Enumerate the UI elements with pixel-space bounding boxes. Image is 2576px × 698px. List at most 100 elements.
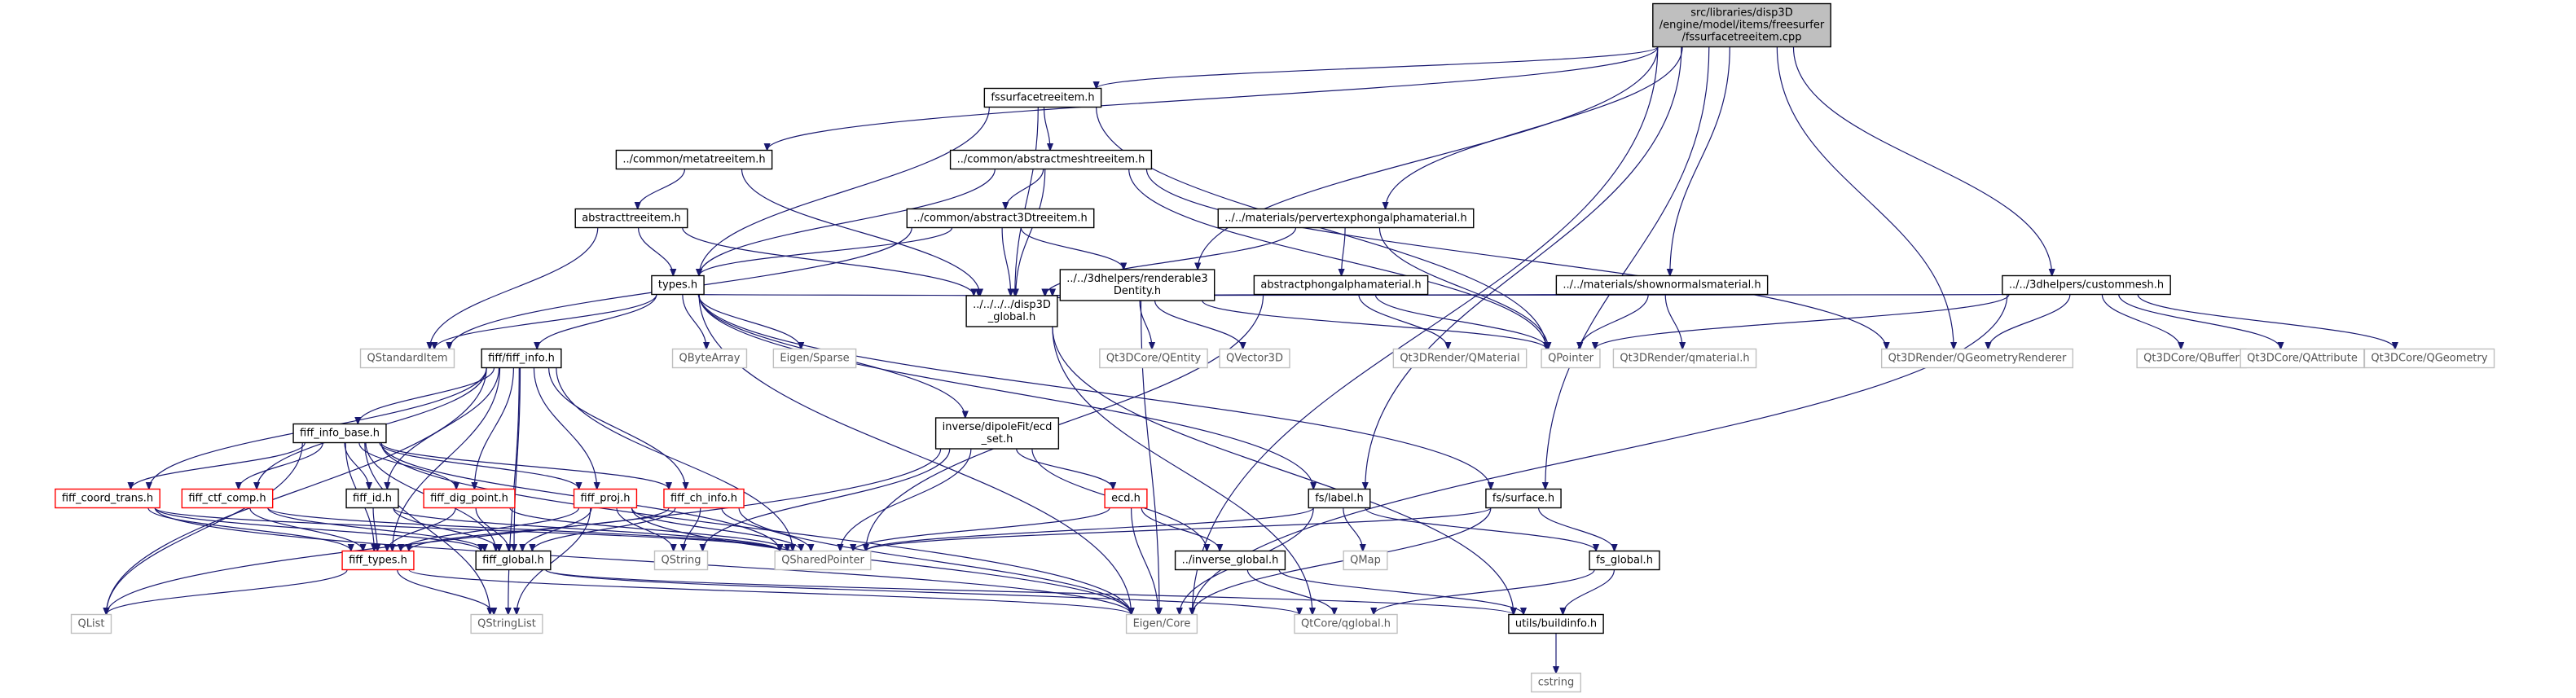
node-fiff-proj-h[interactable]: fiff_proj.h: [573, 488, 638, 509]
edge-fiff-info-h-to-fiff-types-h: [393, 367, 501, 551]
node-box: [481, 348, 562, 369]
node-QList[interactable]: QList: [70, 613, 112, 634]
node-abstract3Dtreeitem-h[interactable]: ../common/abstract3Dtreeitem.h: [906, 208, 1095, 229]
node-QSharedPointer[interactable]: QSharedPointer: [774, 550, 872, 571]
node-inverse-global-h[interactable]: ../inverse_global.h: [1174, 550, 1286, 571]
edge-abstractmeshtreeitem-h-to-abstract3Dtreeitem-h: [1005, 169, 1044, 209]
edge-abstracttreeitem-h-to-types-h: [637, 227, 674, 276]
node-QGeometry[interactable]: Qt3DCore/QGeometry: [2363, 348, 2495, 369]
node-QString[interactable]: QString: [653, 550, 709, 571]
edge-fiff-info-h-to-fiff-ch-info-h: [548, 367, 686, 489]
node-shownormals-h[interactable]: ../../materials/shownormalsmaterial.h: [1555, 274, 1769, 296]
node-ecd-h[interactable]: ecd.h: [1104, 488, 1148, 509]
edge-fiff-info-base-h-to-QList: [106, 442, 303, 615]
edge-custommesh-h-to-QPointer: [1595, 294, 2010, 349]
edge-fiff-info-h-to-fiff-info-base-h: [358, 367, 495, 424]
edge-line: [1374, 294, 1548, 349]
node-fiff-id-h[interactable]: fiff_id.h: [345, 488, 399, 509]
node-fiff-types-h[interactable]: fiff_types.h: [341, 550, 415, 571]
node-box: [292, 423, 387, 444]
node-label: abstractphongalphamaterial.h: [1260, 279, 1421, 292]
node-types-h[interactable]: types.h: [651, 274, 705, 296]
node-box: [1099, 348, 1208, 369]
node-QVector3D[interactable]: QVector3D: [1219, 348, 1290, 369]
node-QStringList[interactable]: QStringList: [470, 613, 543, 634]
node-QStandardItem[interactable]: QStandardItem: [359, 348, 455, 369]
node-label: inverse/dipoleFit/ecd: [943, 421, 1053, 433]
edge-custommesh-h-to-QGeometryRenderer: [1988, 294, 2071, 349]
node-label: _set.h: [981, 433, 1013, 446]
edge-line: [698, 294, 1491, 489]
node-box: [181, 488, 274, 509]
node-metatreeitem-h[interactable]: ../common/metatreeitem.h: [615, 149, 773, 170]
node-EigenCore[interactable]: Eigen/Core: [1125, 613, 1198, 634]
node-label: Qt3DRender/QGeometryRenderer: [1888, 353, 2067, 365]
edge-line: [1792, 46, 2051, 276]
node-fiff-dig-point-h[interactable]: fiff_dig_point.h: [423, 488, 516, 509]
node-QMap[interactable]: QMap: [1343, 550, 1388, 571]
node-label: types.h: [658, 279, 697, 292]
node-cstring[interactable]: cstring: [1531, 672, 1581, 693]
node-fiff-info-h[interactable]: fiff/fiff_info.h: [481, 348, 562, 369]
node-fiff-coord-trans-h[interactable]: fiff_coord_trans.h: [55, 488, 160, 509]
node-abstractmeshtreeitem-h[interactable]: ../common/abstractmeshtreeitem.h: [949, 149, 1153, 170]
edge-abstracttreeitem-h-to-QStandardItem: [430, 227, 599, 349]
edge-line: [1664, 294, 1682, 349]
node-qmaterial-h[interactable]: Qt3DRender/qmaterial.h: [1612, 348, 1757, 369]
edge-abstract3Dtreeitem-h-to-types-h: [699, 227, 953, 276]
node-abstractphongalpha-h[interactable]: abstractphongalphamaterial.h: [1253, 274, 1429, 296]
edge-root-to-fs-label-h: [1365, 46, 1682, 489]
node-Qt3DEntity[interactable]: Qt3DCore/QEntity: [1099, 348, 1208, 369]
node-QPointer[interactable]: QPointer: [1541, 348, 1601, 369]
node-QGeometryRenderer[interactable]: Qt3DRender/QGeometryRenderer: [1880, 348, 2074, 369]
node-fs-surface-h[interactable]: fs/surface.h: [1485, 488, 1562, 509]
node-label: QPointer: [1548, 353, 1594, 365]
node-label: abstracttreeitem.h: [582, 213, 681, 225]
edge-abstracttreeitem-h-to-disp3d-global-h: [682, 227, 974, 296]
node-fssurfacetreeitem-h[interactable]: fssurfacetreeitem.h: [983, 87, 1102, 108]
edge-fiff-info-base-h-to-QStringList: [364, 442, 490, 615]
node-QBuffer[interactable]: Qt3DCore/QBuffer: [2136, 348, 2247, 369]
edge-fiff-dig-point-h-to-fiff-types-h: [387, 507, 456, 551]
node-pervertexphongalpha-h[interactable]: ../../materials/pervertexphongalphamater…: [1217, 208, 1475, 229]
node-disp3d-global-h[interactable]: ../../../../disp3D_global.h: [965, 295, 1058, 327]
node-QByteArray[interactable]: QByteArray: [671, 348, 748, 369]
edge-fiff-id-h-to-QSharedPointer: [393, 507, 780, 551]
node-label: QString: [661, 555, 701, 567]
edge-line: [509, 507, 788, 551]
node-fs-global-h[interactable]: fs_global.h: [1589, 550, 1660, 571]
edge-line: [267, 507, 485, 551]
node-QAttribute[interactable]: Qt3DCore/QAttribute: [2240, 348, 2365, 369]
edge-disp3d-global-h-to-qglobal-h: [1052, 326, 1312, 615]
node-box: [345, 488, 399, 509]
node-root[interactable]: src/libraries/disp3D/engine/model/items/…: [1652, 2, 1831, 48]
node-fs-label-h[interactable]: fs/label.h: [1308, 488, 1371, 509]
node-buildinfo-h[interactable]: utils/buildinfo.h: [1508, 613, 1604, 634]
edge-root-to-fs-surface-h: [1545, 46, 1710, 489]
node-layer: src/libraries/disp3D/engine/model/items/…: [55, 2, 2495, 693]
edge-line: [1052, 326, 1514, 615]
node-fiff-info-base-h[interactable]: fiff_info_base.h: [292, 423, 387, 444]
node-box: [1125, 613, 1198, 634]
node-abstracttreeitem-h[interactable]: abstracttreeitem.h: [574, 208, 688, 229]
edge-line: [1365, 507, 1596, 551]
node-fiff-ch-info-h[interactable]: fiff_ch_info.h: [663, 488, 745, 509]
node-box: [965, 295, 1058, 327]
edge-fssurfacetreeitem-h-to-types-h: [699, 107, 990, 276]
node-ecd-set-h[interactable]: inverse/dipoleFit/ecd_set.h: [934, 417, 1060, 450]
node-fiff-ctf-comp-h[interactable]: fiff_ctf_comp.h: [181, 488, 274, 509]
node-custommesh-h[interactable]: ../../3dhelpers/custommesh.h: [2002, 274, 2171, 296]
node-EigenSparse[interactable]: Eigen/Sparse: [772, 348, 857, 369]
node-fiff-global-h[interactable]: fiff_global.h: [475, 550, 552, 571]
edge-fs-label-h-to-fs-global-h: [1365, 507, 1596, 551]
edge-types-h-to-QByteArray: [682, 294, 706, 349]
node-label: Qt3DCore/QAttribute: [2247, 353, 2358, 365]
node-qglobal-h[interactable]: QtCore/qglobal.h: [1294, 613, 1398, 634]
node-box: [983, 87, 1102, 108]
edge-line: [840, 448, 972, 551]
edge-abstractphongalpha-h-to-QPointer: [1374, 294, 1548, 349]
node-label: ../../materials/pervertexphongalphamater…: [1224, 213, 1467, 225]
node-box: [949, 149, 1153, 170]
node-Qt3DMaterial[interactable]: Qt3DRender/QMaterial: [1392, 348, 1528, 369]
